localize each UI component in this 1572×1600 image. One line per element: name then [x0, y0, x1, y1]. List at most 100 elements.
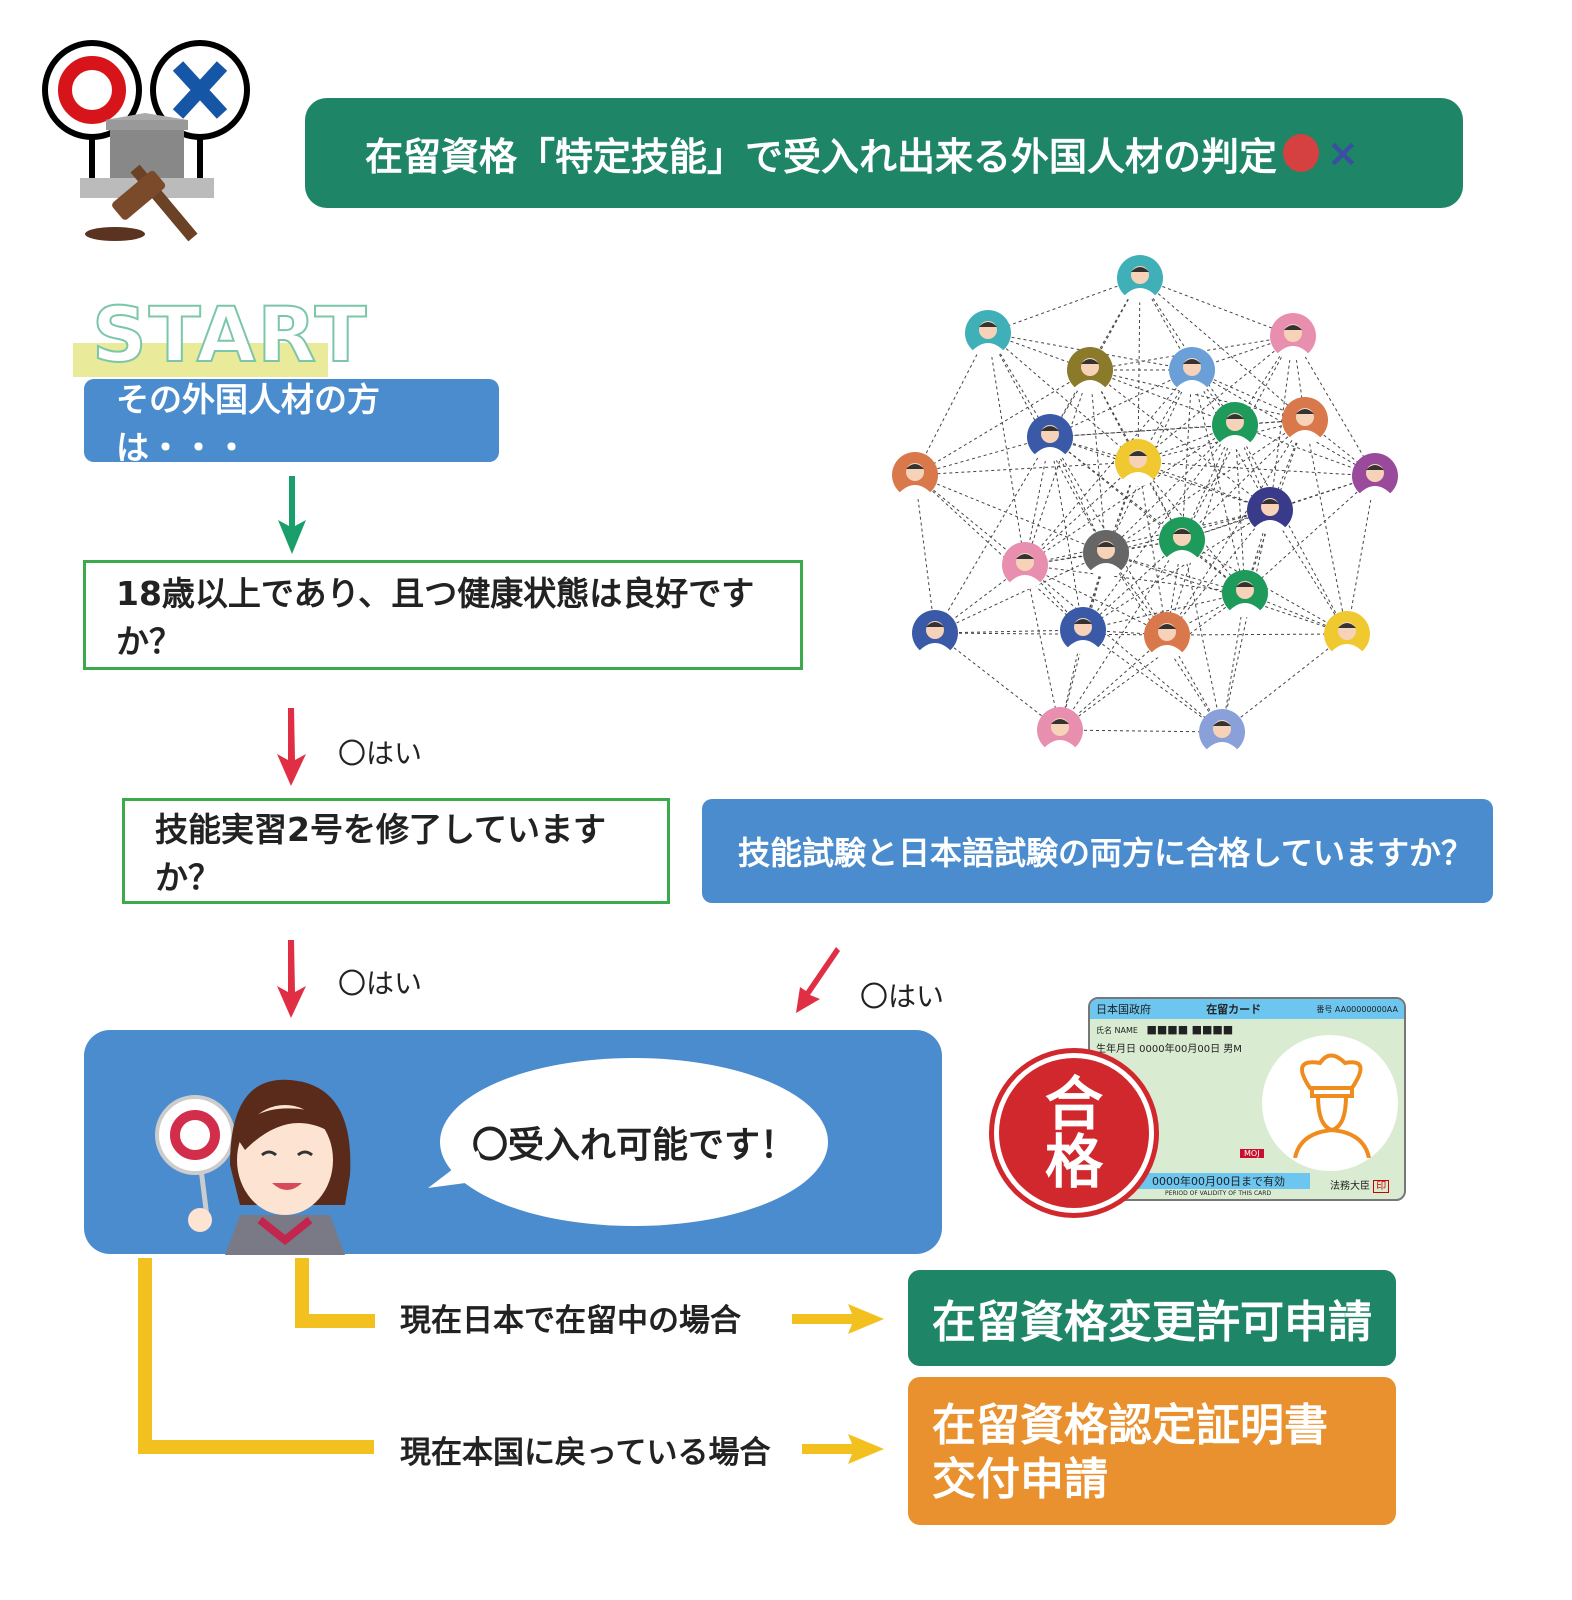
judgement-logo: [40, 38, 255, 243]
network-link: [1049, 369, 1193, 438]
branch-line: [295, 1258, 309, 1328]
person-avatar-icon: [1282, 397, 1328, 445]
network-link: [1024, 509, 1271, 566]
person-avatar-icon: [1002, 542, 1048, 590]
card-minister: 法務大臣 印: [1330, 1177, 1390, 1193]
card-issuer: 日本国政府: [1096, 1003, 1151, 1016]
network-link: [1049, 436, 1183, 541]
network-link: [1166, 509, 1271, 636]
branch-line: [138, 1258, 152, 1454]
network-link: [1049, 436, 1084, 631]
intro-box: その外国人材の方は・・・: [84, 379, 499, 467]
red-down-arrow-icon: [277, 940, 306, 1018]
branch-line: [138, 1440, 374, 1454]
network-link: [987, 277, 1141, 334]
network-link: [1166, 633, 1348, 636]
outcome-text: 在留資格認定証明書: [932, 1400, 1328, 1451]
network-link: [1024, 424, 1236, 566]
question-age-health: 18歳以上であり、且つ健康状態は良好ですか？: [83, 560, 803, 670]
stamp-top: 合: [1044, 1070, 1103, 1138]
network-link: [1105, 419, 1306, 554]
red-diagonal-arrow-icon: [796, 947, 840, 1013]
case-abroad-label: 現在本国に戻っている場合: [400, 1435, 771, 1471]
person-avatar-icon: [912, 610, 958, 658]
network-link: [1082, 539, 1183, 631]
card-header: 日本国政府 在留カード 番号 AA00000000AA: [1090, 999, 1404, 1019]
gavel-courthouse-icon: [42, 40, 250, 242]
page-title: 在留資格「特定技能」で受入れ出来る外国人材の判定 ×: [305, 98, 1463, 208]
network-link: [1105, 552, 1246, 594]
person-avatar-icon: [965, 310, 1011, 358]
network-link: [1024, 564, 1168, 636]
network-link: [1269, 335, 1294, 511]
card-title: 在留カード: [1206, 1003, 1262, 1016]
network-link: [1181, 475, 1376, 541]
network-link: [1089, 369, 1107, 554]
network-link: [1181, 539, 1223, 733]
network-link: [934, 632, 1061, 731]
woman-holding-circle-sign-icon: [155, 1079, 351, 1255]
network-link: [1049, 419, 1306, 438]
speech-bubble: 〇受入れ可能です！: [440, 1058, 828, 1226]
yes-label: 〇はい: [860, 980, 945, 1013]
network-link: [987, 332, 1139, 463]
question-exams: 技能試験と日本語試験の両方に合格していますか？: [702, 799, 1493, 903]
network-link: [1166, 419, 1306, 636]
network-link: [1024, 461, 1139, 566]
network-link: [914, 474, 936, 634]
yellow-right-arrow-icon: [792, 1304, 884, 1334]
network-link: [914, 369, 1091, 476]
stamp-bottom: 格: [1044, 1128, 1103, 1196]
network-link: [1346, 475, 1376, 635]
outcome-change-permit: 在留資格変更許可申請: [908, 1270, 1396, 1366]
person-avatar-icon: [1067, 347, 1113, 395]
network-link: [934, 632, 1168, 636]
person-avatar-icon: [1115, 439, 1161, 487]
person-avatar-icon: [1324, 611, 1370, 659]
network-link: [1024, 564, 1223, 733]
network-link: [1024, 369, 1091, 566]
network-link: [914, 474, 1107, 554]
network-link: [1059, 729, 1223, 733]
network-link: [1137, 461, 1168, 636]
network-link: [1082, 592, 1246, 631]
yes-label: 〇はい: [338, 737, 423, 770]
network-link: [1221, 509, 1271, 733]
red-down-arrow-icon: [277, 708, 306, 786]
card-moj-badge: MOJ: [1240, 1149, 1264, 1158]
network-link: [914, 436, 1051, 476]
intro-text: その外国人材の方は・・・: [116, 379, 380, 467]
person-avatar-icon: [1270, 313, 1316, 361]
network-link: [934, 552, 1107, 634]
card-name-row: 氏名 NAME ■■■■ ■■■■: [1090, 1019, 1404, 1040]
network-link: [987, 332, 1026, 566]
card-dob: 生年月日 0000年00月00日 男M: [1096, 1044, 1242, 1055]
person-avatar-icon: [1060, 607, 1106, 655]
question-technical-intern: 技能実習2号を修了していますか？: [122, 798, 670, 904]
start-highlight: [73, 343, 328, 377]
network-link: [1244, 475, 1376, 594]
person-avatar-icon: [1222, 570, 1268, 618]
outcome-text: 交付申請: [932, 1454, 1108, 1505]
minister-text: 法務大臣: [1330, 1181, 1370, 1192]
start-label: START: [91, 289, 369, 380]
person-avatar-icon: [1169, 347, 1215, 395]
network-link: [1181, 419, 1306, 541]
network-link: [1191, 369, 1246, 594]
network-link: [1024, 564, 1061, 731]
network-link: [1105, 369, 1193, 554]
speech-bubble-tail: [428, 1150, 488, 1188]
network-link: [1024, 369, 1193, 566]
question-text: 18歳以上であり、且つ健康状態は良好ですか？: [116, 574, 755, 661]
chef-portrait-icon: [1262, 1035, 1398, 1171]
network-link: [1234, 424, 1246, 594]
branch-line: [295, 1314, 375, 1328]
network-link: [1049, 436, 1271, 511]
card-name-value: ■■■■ ■■■■: [1146, 1023, 1234, 1036]
outcome-text: 在留資格変更許可申請: [932, 1297, 1372, 1348]
network-link: [1234, 424, 1376, 477]
network-link: [914, 474, 1084, 631]
yes-label: 〇はい: [338, 967, 423, 1000]
network-link: [1139, 277, 1294, 337]
person-avatar-icon: [1083, 530, 1129, 578]
